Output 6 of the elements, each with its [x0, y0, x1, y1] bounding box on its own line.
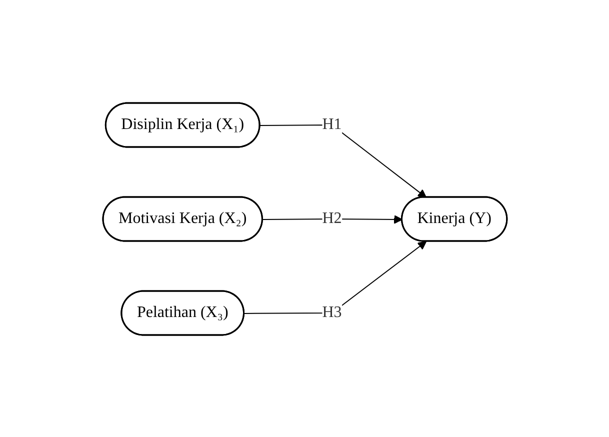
edge-label: H1 [322, 116, 342, 132]
arrow [259, 124, 426, 198]
edge-label: H3 [322, 303, 342, 320]
arrow [262, 214, 402, 224]
arrow [243, 240, 426, 314]
edge-label: H2 [322, 209, 342, 226]
